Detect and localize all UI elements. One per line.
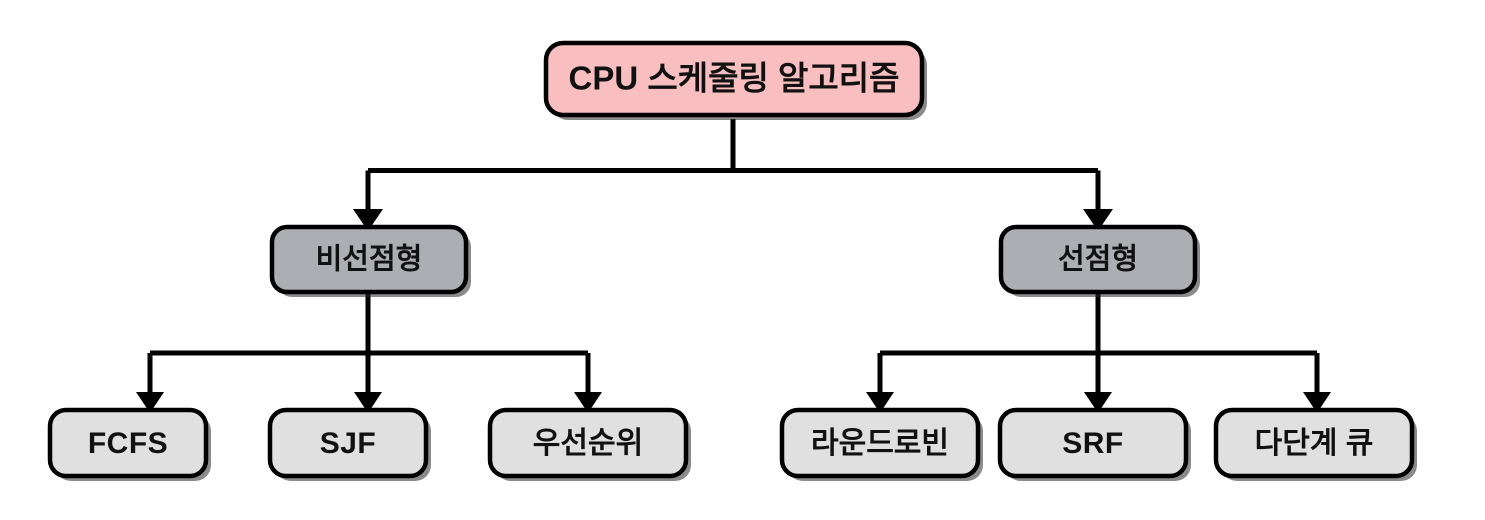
connector-nonpreemptive-to-leaves xyxy=(136,292,602,413)
node-round-robin-box[interactable] xyxy=(779,407,981,479)
node-root-box[interactable] xyxy=(543,40,925,118)
node-multilevel-queue-box[interactable] xyxy=(1213,407,1415,479)
arrowhead-preemptive xyxy=(1083,209,1113,231)
node-priority-box[interactable] xyxy=(487,407,689,479)
node-sjf-label: SJF xyxy=(320,427,377,460)
arrowhead-fcfs xyxy=(136,392,164,413)
node-root[interactable]: CPU 스케줄링 알고리즘 xyxy=(543,40,927,120)
connector-preemptive-to-leaves xyxy=(866,292,1331,413)
node-fcfs[interactable]: FCFS xyxy=(47,407,211,481)
node-srf[interactable]: SRF xyxy=(997,407,1191,481)
node-priority-label: 우선순위 xyxy=(533,427,643,460)
arrowhead-srf xyxy=(1084,392,1112,413)
node-preemptive-box[interactable] xyxy=(998,224,1198,295)
arrowhead-priority xyxy=(574,392,602,413)
arrowhead-nonpreemptive xyxy=(353,209,383,231)
node-nonpreemptive-label: 비선점형 xyxy=(316,243,423,276)
connector-root-to-branches xyxy=(353,119,1113,231)
arrowhead-sjf xyxy=(354,392,382,413)
node-preemptive[interactable]: 선점형 xyxy=(998,224,1200,297)
arrowhead-multilevel-queue xyxy=(1303,392,1331,413)
arrowhead-round-robin xyxy=(866,392,894,413)
node-srf-label: SRF xyxy=(1062,427,1124,460)
node-sjf-box[interactable] xyxy=(267,407,429,479)
node-multilevel-queue-label: 다단계 큐 xyxy=(1255,427,1374,460)
node-round-robin-label: 라운드로빈 xyxy=(811,427,949,460)
node-sjf[interactable]: SJF xyxy=(267,407,431,481)
node-nonpreemptive-box[interactable] xyxy=(269,224,469,295)
node-srf-box[interactable] xyxy=(997,407,1189,479)
node-nonpreemptive[interactable]: 비선점형 xyxy=(269,224,471,297)
node-fcfs-box[interactable] xyxy=(47,407,209,479)
node-root-label: CPU 스케줄링 알고리즘 xyxy=(569,60,900,97)
node-fcfs-label: FCFS xyxy=(88,427,168,460)
node-multilevel-queue[interactable]: 다단계 큐 xyxy=(1213,407,1417,481)
node-priority[interactable]: 우선순위 xyxy=(487,407,691,481)
node-round-robin[interactable]: 라운드로빈 xyxy=(779,407,983,481)
node-preemptive-label: 선점형 xyxy=(1058,243,1138,276)
